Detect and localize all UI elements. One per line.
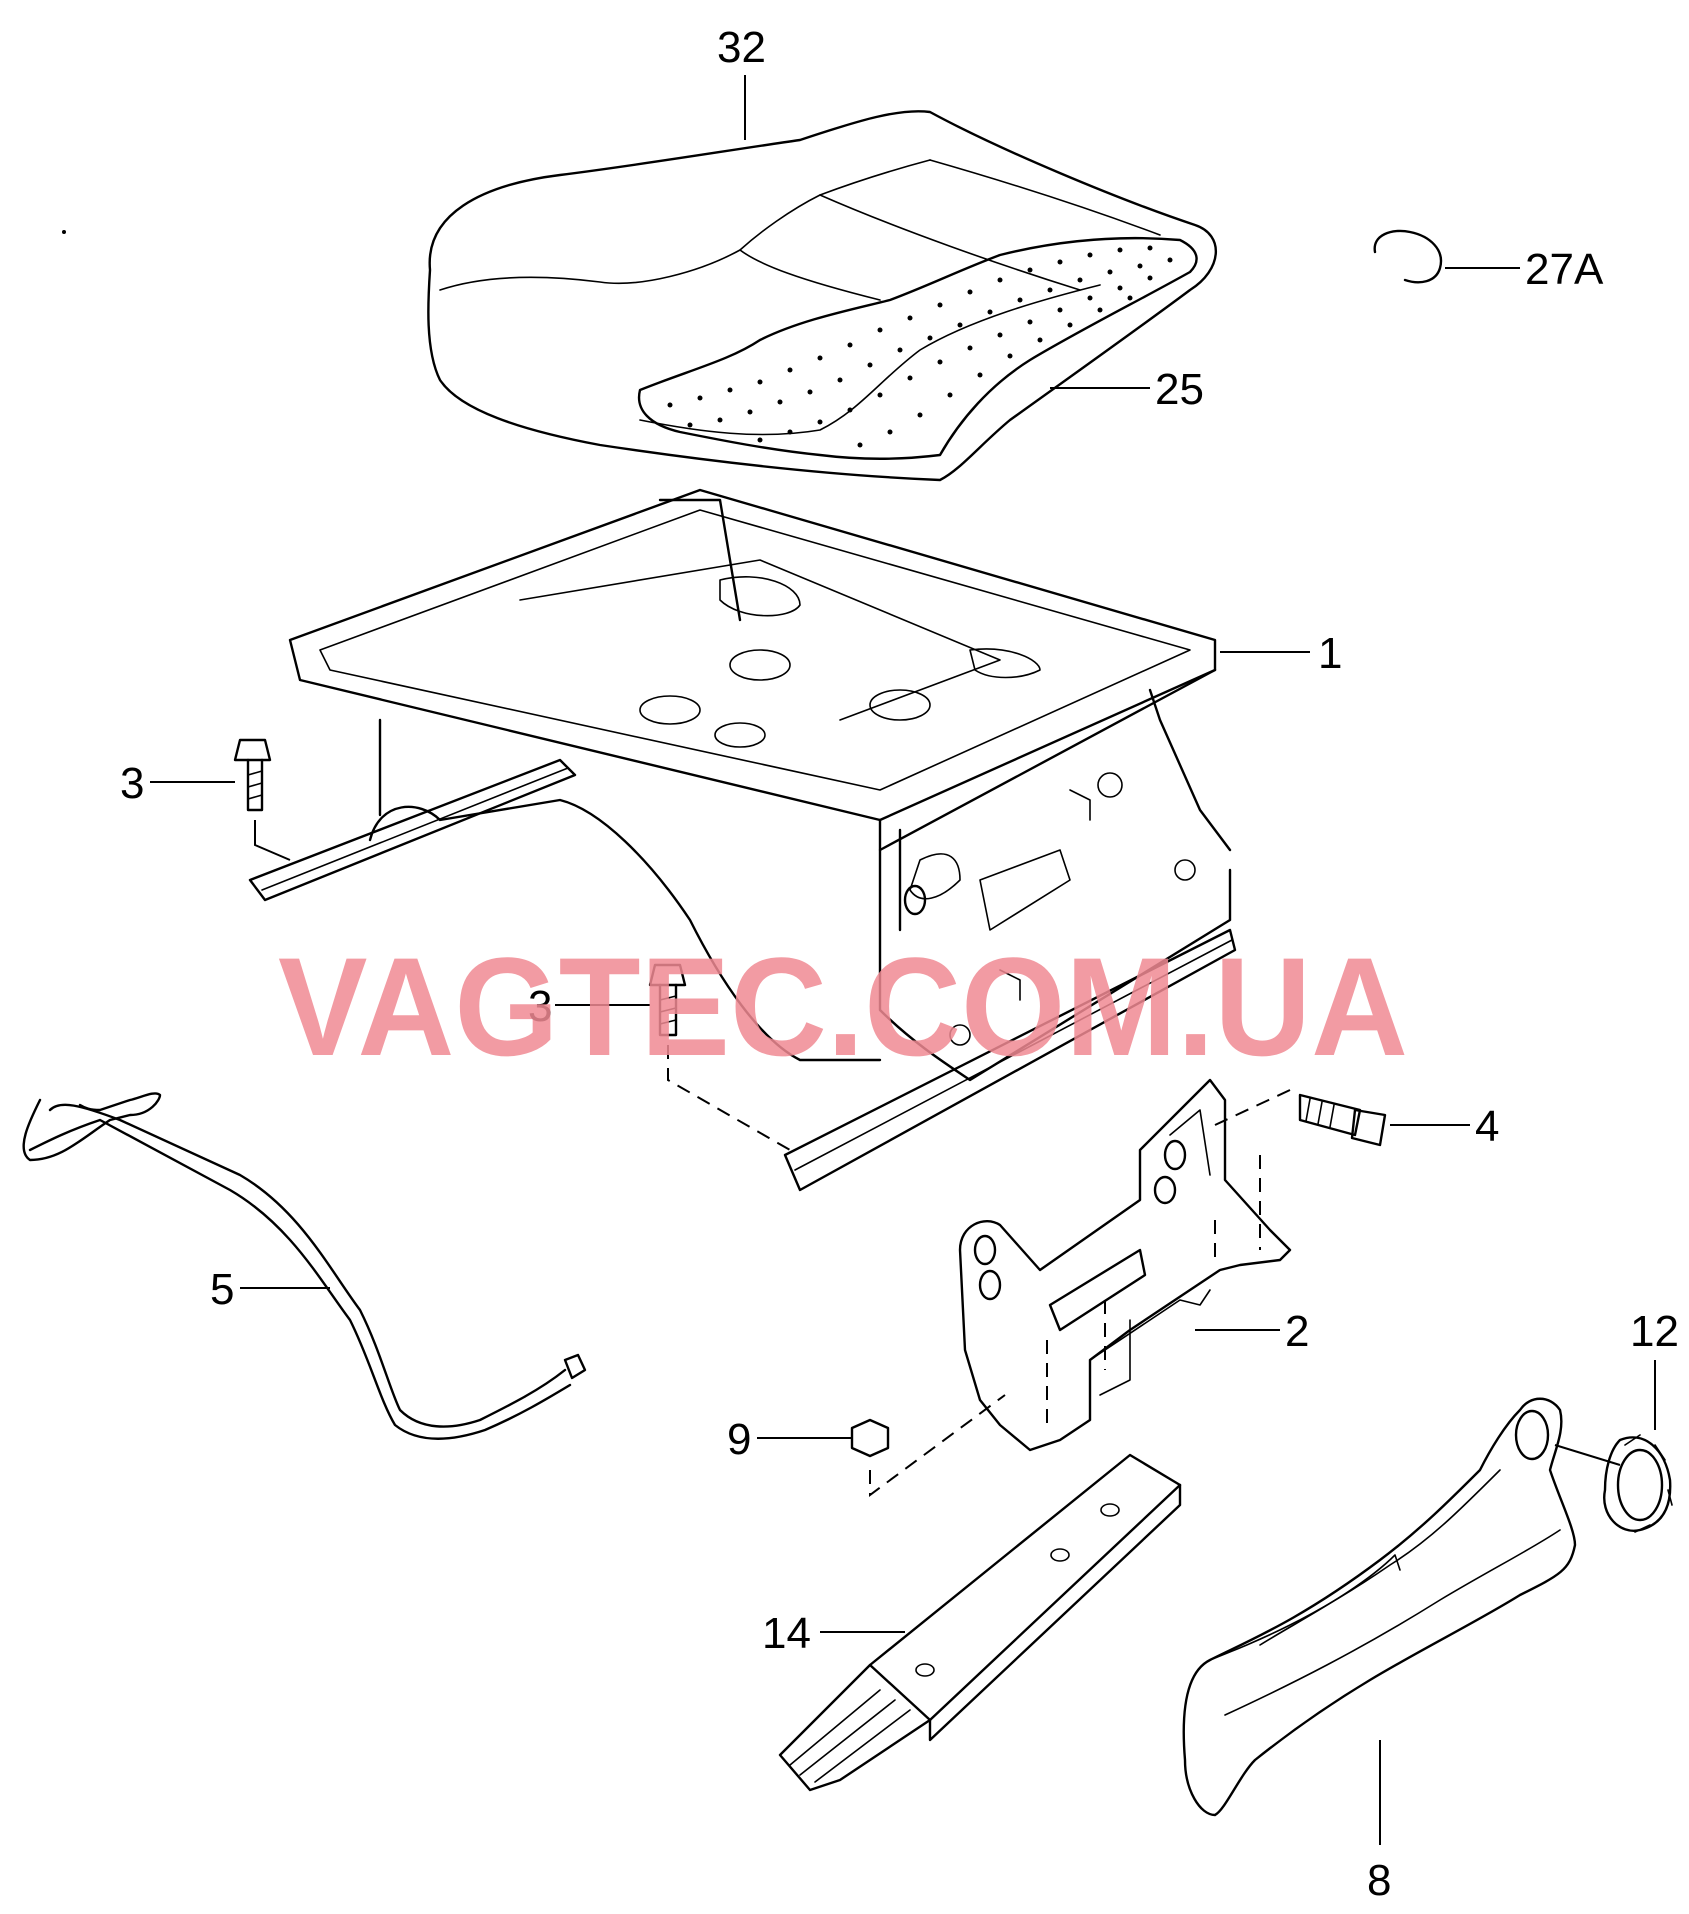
stray-dot xyxy=(62,230,66,234)
side-trim xyxy=(1182,1397,1577,1817)
frame-left-rail xyxy=(248,758,577,902)
bolt-right-guide xyxy=(1214,1089,1291,1126)
callout-5: 5 xyxy=(210,1265,234,1314)
callout-3-left: 3 xyxy=(120,759,144,808)
seat-frame xyxy=(288,488,1232,1082)
callout-12: 12 xyxy=(1630,1307,1679,1356)
clip-ring xyxy=(1373,229,1443,284)
nut xyxy=(850,1418,890,1458)
callout-3-center: 3 xyxy=(528,982,552,1031)
cushion-texture xyxy=(667,245,1173,448)
callout-14: 14 xyxy=(762,1609,811,1658)
callout-25: 25 xyxy=(1155,365,1204,414)
knob-guide xyxy=(1554,1444,1621,1466)
bolt-center-guide xyxy=(667,1045,791,1151)
watermark: VAGTEC.COM.UA xyxy=(278,928,1408,1085)
slide-rail xyxy=(778,1453,1182,1792)
knob xyxy=(1603,1434,1673,1533)
callout-9: 9 xyxy=(727,1415,751,1464)
frame-spring-bar xyxy=(368,798,882,1062)
bolt-left xyxy=(233,738,272,812)
callout-27a: 27A xyxy=(1525,245,1604,294)
bolt-center xyxy=(648,963,687,1037)
nut-guide xyxy=(869,1394,1006,1497)
bolt-right xyxy=(1298,1093,1387,1147)
callout-2: 2 xyxy=(1285,1307,1309,1356)
callout-1: 1 xyxy=(1318,629,1342,678)
height-adjust-bracket xyxy=(958,1078,1292,1452)
seat-cushion xyxy=(427,110,1218,482)
bracket-stud-lines xyxy=(1046,1155,1261,1430)
callout-8: 8 xyxy=(1367,1856,1391,1905)
frame-right-rail xyxy=(783,928,1237,1192)
callout-32: 32 xyxy=(717,23,766,72)
callout-4: 4 xyxy=(1475,1102,1499,1151)
adjust-bar xyxy=(22,1092,587,1440)
bolt-left-guide xyxy=(254,820,291,861)
